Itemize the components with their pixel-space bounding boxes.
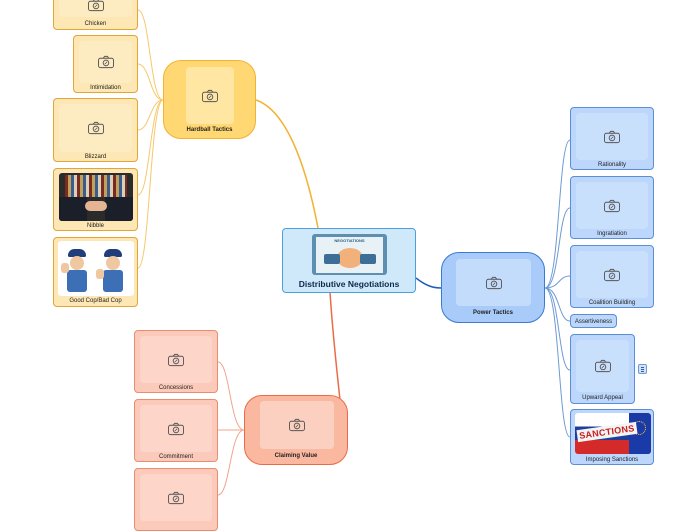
nibble-label: Nibble xyxy=(86,223,104,229)
camera-icon xyxy=(604,268,620,281)
upward-appeal-image-placeholder xyxy=(576,340,629,392)
camera-icon xyxy=(289,418,305,432)
negotiations-image: NEGOTIATIONS xyxy=(312,234,387,275)
imposing-sanctions-label: Imposing Sanctions xyxy=(585,457,639,463)
intimidation-label: Intimidation xyxy=(90,85,121,91)
coalition-building-image-placeholder xyxy=(576,251,648,298)
ingratiation-label: Ingratiation xyxy=(597,231,627,237)
good-cop-bad-cop-label: Good Cop/Bad Cop xyxy=(69,298,122,304)
claiming-value-label: Claiming Value xyxy=(274,453,318,459)
topic-intimidation[interactable]: Intimidation xyxy=(73,35,138,93)
negotiations-image-text: NEGOTIATIONS xyxy=(334,238,365,243)
sanctions-image: SANCTIONS xyxy=(575,413,651,454)
power-tactics-label: Power Tactics xyxy=(473,310,513,316)
claiming-value-node[interactable]: Claiming Value xyxy=(244,395,348,465)
intimidation-image-placeholder xyxy=(79,41,132,83)
commitment-label: Commitment xyxy=(158,454,193,460)
camera-icon xyxy=(168,353,184,366)
camera-icon xyxy=(87,0,104,12)
chicken-image-placeholder xyxy=(59,0,132,17)
camera-icon xyxy=(604,130,620,143)
topic-unnamed-claiming[interactable] xyxy=(134,468,218,531)
power-tactics-node[interactable]: Power Tactics xyxy=(441,252,545,323)
camera-icon xyxy=(485,276,502,289)
rationality-label: Rationality xyxy=(597,162,626,168)
topic-rationality[interactable]: Rationality xyxy=(570,107,654,170)
central-topic-label: Distributive Negotiations xyxy=(298,279,400,289)
unnamed-image-placeholder xyxy=(140,474,212,521)
assertiveness-label: Assertiveness xyxy=(574,319,613,325)
hardball-tactics-label: Hardball Tactics xyxy=(186,127,233,133)
topic-concessions[interactable]: Concessions xyxy=(134,330,218,393)
topic-coalition-building[interactable]: Coalition Building xyxy=(570,245,654,308)
topic-good-cop-bad-cop[interactable]: Good Cop/Bad Cop xyxy=(53,237,138,307)
topic-ingratiation[interactable]: Ingratiation xyxy=(570,176,654,239)
ingratiation-image-placeholder xyxy=(576,182,648,229)
claiming-value-image-placeholder xyxy=(260,401,334,449)
chicken-label: Chicken xyxy=(84,21,107,27)
coalition-building-label: Coalition Building xyxy=(588,300,636,306)
camera-icon xyxy=(97,55,114,69)
camera-icon xyxy=(202,89,218,102)
central-topic[interactable]: NEGOTIATIONS Distributive Negotiations xyxy=(282,228,416,293)
connector-lines xyxy=(137,9,571,496)
topic-nibble[interactable]: Nibble xyxy=(53,168,138,231)
topic-commitment[interactable]: Commitment xyxy=(134,399,218,462)
topic-blizzard[interactable]: Blizzard xyxy=(53,98,138,162)
hardball-image-placeholder xyxy=(186,67,234,124)
camera-icon xyxy=(604,199,620,212)
concessions-label: Concessions xyxy=(158,385,194,391)
blizzard-label: Blizzard xyxy=(84,154,107,160)
good-cop-bad-cop-image xyxy=(58,241,134,296)
nibble-image xyxy=(59,173,133,221)
blizzard-image-placeholder xyxy=(59,104,132,152)
topic-assertiveness[interactable]: Assertiveness xyxy=(570,314,617,328)
rationality-image-placeholder xyxy=(576,113,648,160)
power-tactics-image-placeholder xyxy=(456,259,531,306)
commitment-image-placeholder xyxy=(140,405,212,452)
camera-icon xyxy=(87,121,104,135)
camera-icon xyxy=(168,422,184,435)
note-icon[interactable] xyxy=(638,364,647,374)
hardball-tactics-node[interactable]: Hardball Tactics xyxy=(163,60,256,139)
camera-icon xyxy=(594,359,611,373)
topic-imposing-sanctions[interactable]: SANCTIONS Imposing Sanctions xyxy=(570,409,654,465)
topic-upward-appeal[interactable]: Upward Appeal xyxy=(570,334,635,404)
concessions-image-placeholder xyxy=(140,336,212,383)
upward-appeal-label: Upward Appeal xyxy=(582,395,623,401)
camera-icon xyxy=(168,491,184,504)
topic-chicken[interactable]: Chicken xyxy=(53,0,138,30)
